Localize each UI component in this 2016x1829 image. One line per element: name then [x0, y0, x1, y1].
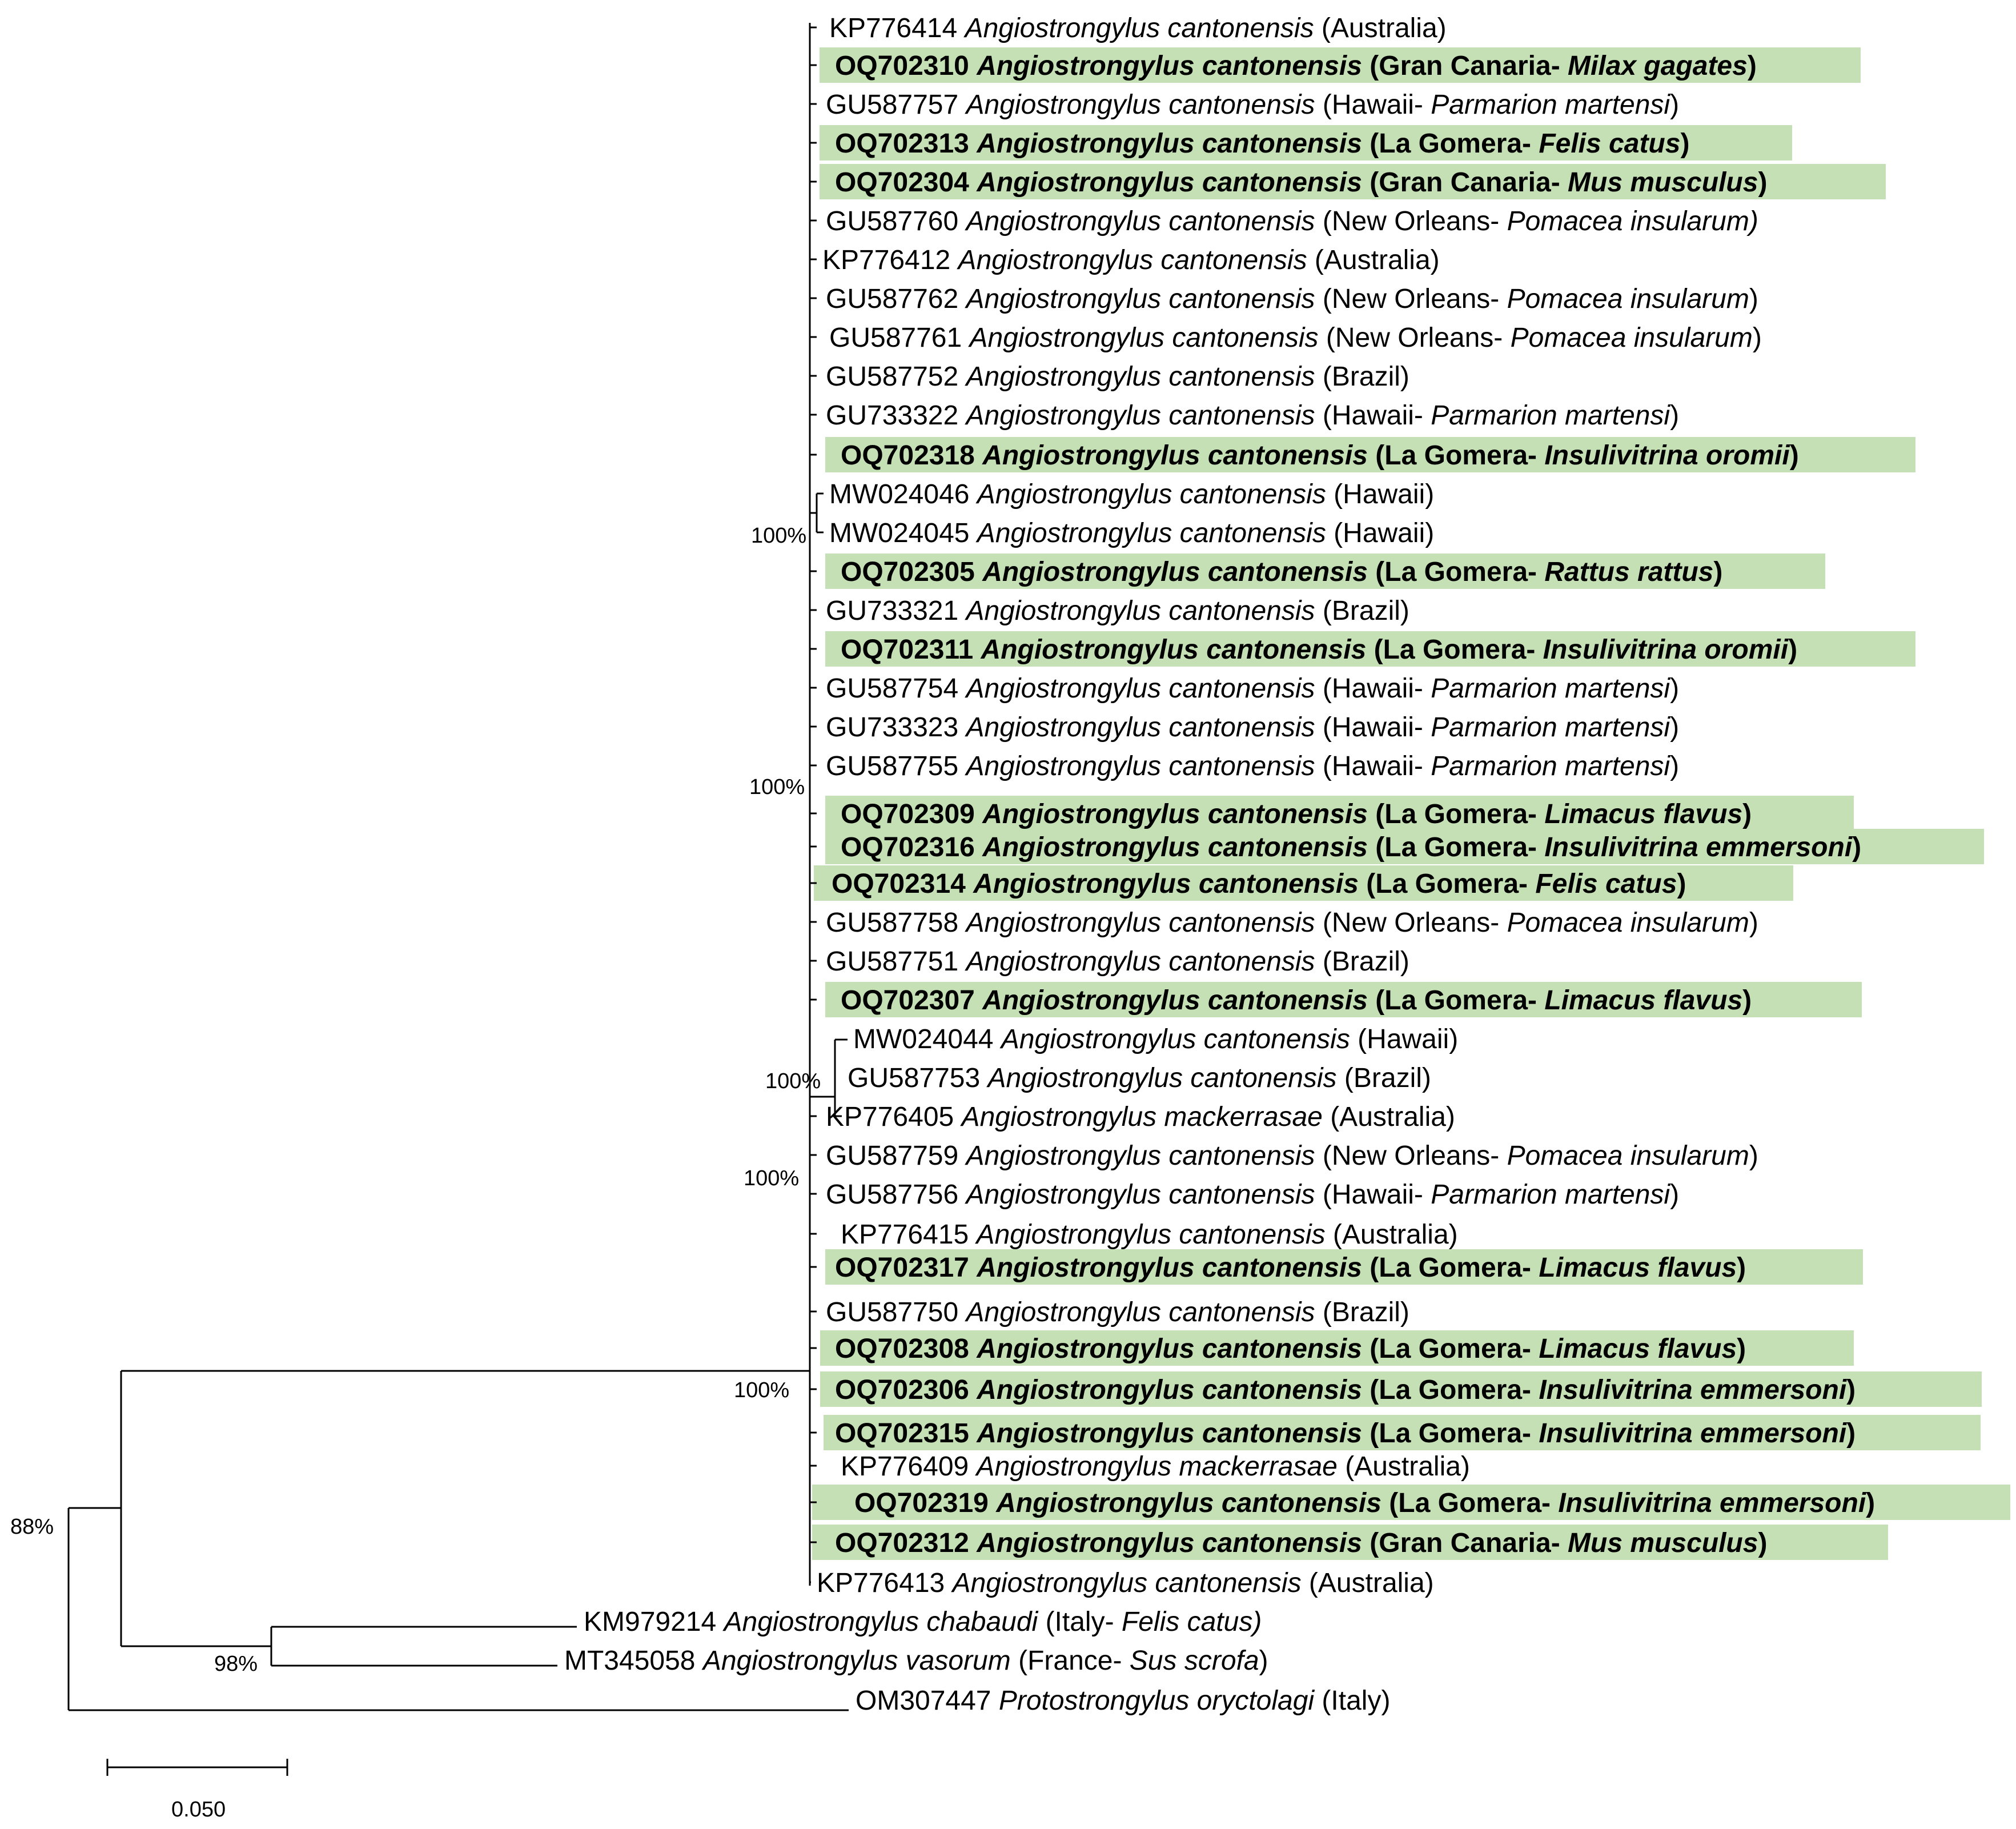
- taxon-label-oq702306: OQ702306 Angiostrongylus cantonensis (La…: [835, 1375, 1856, 1405]
- taxon-label-gu733323: GU733323 Angiostrongylus cantonensis (Ha…: [826, 712, 1679, 743]
- bootstrap-inner-c: 100%: [734, 1378, 789, 1402]
- highlight-oq702313: [820, 125, 1792, 161]
- taxon-label-mw024044: MW024044 Angiostrongylus cantonensis (Ha…: [853, 1024, 1458, 1054]
- highlight-oq702309: [825, 796, 1854, 831]
- taxon-label-gu587750: GU587750 Angiostrongylus cantonensis (Br…: [826, 1297, 1409, 1327]
- taxon-label-gu587753: GU587753 Angiostrongylus cantonensis (Br…: [848, 1063, 1431, 1093]
- taxon-label-kp776415: KP776415 Angiostrongylus cantonensis (Au…: [841, 1220, 1458, 1250]
- highlight-oq702317: [825, 1249, 1863, 1285]
- taxon-label-oq702313: OQ702313 Angiostrongylus cantonensis (La…: [835, 129, 1689, 159]
- taxon-label-mt345058: MT345058 Angiostrongylus vasorum (France…: [564, 1646, 1268, 1676]
- highlight-oq702304: [820, 164, 1886, 199]
- taxon-label-kp776413: KP776413 Angiostrongylus cantonensis (Au…: [817, 1568, 1434, 1598]
- taxon-label-gu733321: GU733321 Angiostrongylus cantonensis (Br…: [826, 596, 1409, 626]
- taxon-labels: KP776414 Angiostrongylus cantonensis (Au…: [564, 13, 1875, 1716]
- highlight-oq702308: [820, 1330, 1854, 1366]
- taxon-label-km979214: KM979214 Angiostrongylus chabaudi (Italy…: [584, 1607, 1262, 1637]
- highlight-oq702318: [825, 437, 1915, 472]
- tree-branches: [67, 23, 849, 1711]
- taxon-label-kp776414: KP776414 Angiostrongylus cantonensis (Au…: [829, 13, 1447, 43]
- taxon-label-oq702318: OQ702318 Angiostrongylus cantonensis (La…: [841, 440, 1799, 471]
- taxon-label-oq702310: OQ702310 Angiostrongylus cantonensis (Gr…: [835, 51, 1757, 81]
- scale-bar: 0.050: [106, 1759, 288, 1822]
- highlight-oq702306: [820, 1371, 1982, 1407]
- taxon-label-gu587758: GU587758 Angiostrongylus cantonensis (Ne…: [826, 908, 1758, 938]
- taxon-label-gu587752: GU587752 Angiostrongylus cantonensis (Br…: [826, 362, 1409, 392]
- highlight-oq702305: [825, 553, 1825, 589]
- bootstrap-chabaudi-vasorum: 98%: [214, 1652, 258, 1676]
- taxon-label-om307447: OM307447 Protostrongylus oryctolagi (Ita…: [856, 1686, 1390, 1716]
- taxon-label-mw024045: MW024045 Angiostrongylus cantonensis (Ha…: [829, 518, 1434, 548]
- taxon-label-gu587757: GU587757 Angiostrongylus cantonensis (Ha…: [826, 90, 1679, 120]
- taxon-label-oq702311: OQ702311 Angiostrongylus cantonensis (La…: [841, 635, 1797, 665]
- highlight-oq702314: [814, 865, 1793, 901]
- highlight-oq702315: [824, 1415, 1981, 1450]
- highlight-oq702307: [825, 982, 1862, 1017]
- bootstrap-inner-b: 100%: [744, 1166, 799, 1190]
- taxon-label-gu587760: GU587760 Angiostrongylus cantonensis (Ne…: [826, 206, 1758, 236]
- taxon-label-kp776412: KP776412 Angiostrongylus cantonensis (Au…: [822, 245, 1440, 275]
- highlight-oq702311: [825, 631, 1915, 667]
- taxon-label-gu587761: GU587761 Angiostrongylus cantonensis (Ne…: [829, 323, 1762, 353]
- taxon-label-oq702319: OQ702319 Angiostrongylus cantonensis (La…: [854, 1488, 1875, 1518]
- taxon-label-kp776405: KP776405 Angiostrongylus mackerrasae (Au…: [826, 1102, 1455, 1132]
- bootstrap-mw046-mw045: 100%: [765, 1069, 821, 1093]
- highlight-oq702312: [812, 1525, 1888, 1560]
- taxon-label-oq702317: OQ702317 Angiostrongylus cantonensis (La…: [835, 1253, 1746, 1283]
- taxon-label-kp776409: KP776409 Angiostrongylus mackerrasae (Au…: [841, 1451, 1470, 1482]
- taxon-label-oq702305: OQ702305 Angiostrongylus cantonensis (La…: [841, 557, 1722, 587]
- bootstrap-ingroup-mackerrasae: 100%: [751, 524, 806, 548]
- highlight-oq702319: [812, 1485, 2010, 1520]
- taxon-label-oq702309: OQ702309 Angiostrongylus cantonensis (La…: [841, 799, 1752, 829]
- taxon-label-gu587751: GU587751 Angiostrongylus cantonensis (Br…: [826, 946, 1409, 977]
- taxon-label-oq702314: OQ702314 Angiostrongylus cantonensis (La…: [832, 869, 1686, 899]
- taxon-label-oq702312: OQ702312 Angiostrongylus cantonensis (Gr…: [835, 1528, 1767, 1558]
- bootstrap-angiostrongylus: 88%: [10, 1515, 54, 1539]
- taxon-label-mw024046: MW024046 Angiostrongylus cantonensis (Ha…: [829, 479, 1434, 510]
- taxon-label-gu587754: GU587754 Angiostrongylus cantonensis (Ha…: [826, 673, 1679, 704]
- taxon-label-oq702308: OQ702308 Angiostrongylus cantonensis (La…: [835, 1334, 1746, 1364]
- highlight-oq702310: [820, 47, 1861, 83]
- taxon-label-gu587756: GU587756 Angiostrongylus cantonensis (Ha…: [826, 1180, 1679, 1210]
- taxon-label-gu587759: GU587759 Angiostrongylus cantonensis (Ne…: [826, 1141, 1758, 1171]
- taxon-label-gu587762: GU587762 Angiostrongylus cantonensis (Ne…: [826, 284, 1758, 314]
- highlight-oq702316: [825, 829, 1984, 864]
- taxon-label-oq702316: OQ702316 Angiostrongylus cantonensis (La…: [841, 832, 1861, 863]
- taxon-label-gu587755: GU587755 Angiostrongylus cantonensis (Ha…: [826, 751, 1679, 781]
- highlight-layer: [812, 47, 2010, 1560]
- bootstrap-inner-a: 100%: [749, 775, 805, 799]
- taxon-label-oq702304: OQ702304 Angiostrongylus cantonensis (Gr…: [835, 167, 1767, 198]
- scale-bar-label: 0.050: [171, 1798, 226, 1822]
- taxon-label-oq702307: OQ702307 Angiostrongylus cantonensis (La…: [841, 985, 1752, 1016]
- taxon-label-oq702315: OQ702315 Angiostrongylus cantonensis (La…: [835, 1418, 1856, 1449]
- taxon-label-gu733322: GU733322 Angiostrongylus cantonensis (Ha…: [826, 400, 1679, 431]
